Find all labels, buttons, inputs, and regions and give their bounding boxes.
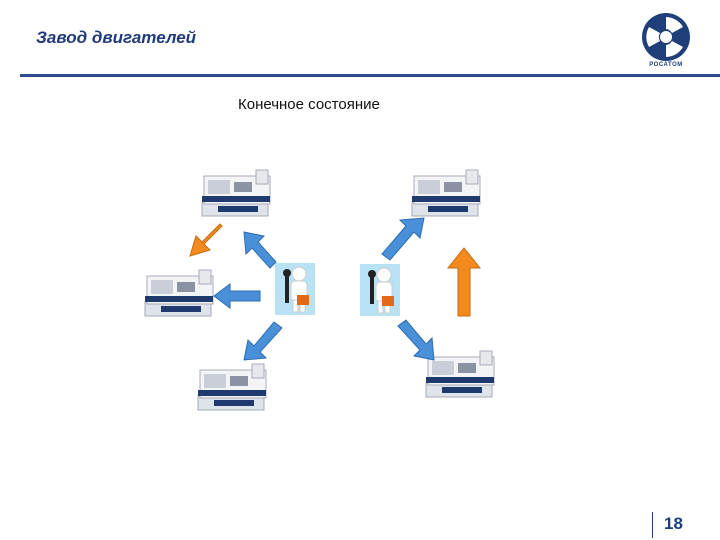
lathe-machine-icon (411, 169, 481, 217)
lathe-machine-icon (425, 350, 495, 398)
arrow-icon (243, 321, 283, 361)
worker-with-wrench-icon (360, 264, 400, 316)
arrow-icon (381, 217, 425, 261)
page-number-separator (652, 512, 653, 538)
arrow-icon (189, 223, 223, 257)
logo-text: РОСАТОМ (649, 62, 683, 68)
header-divider (20, 74, 720, 77)
lathe-machine-icon (197, 363, 267, 411)
arrow-icon (213, 283, 261, 309)
arrow-icon (397, 319, 435, 361)
worker-with-wrench-icon (275, 263, 315, 315)
rosatom-logo (642, 13, 690, 61)
arrow-icon (243, 231, 277, 269)
slide-subtitle: Конечное состояние (238, 96, 380, 113)
lathe-machine-icon (144, 269, 214, 317)
slide-title: Завод двигателей (36, 28, 197, 47)
lathe-machine-icon (201, 169, 271, 217)
arrow-icon (446, 247, 482, 317)
page-number: 18 (664, 514, 683, 533)
